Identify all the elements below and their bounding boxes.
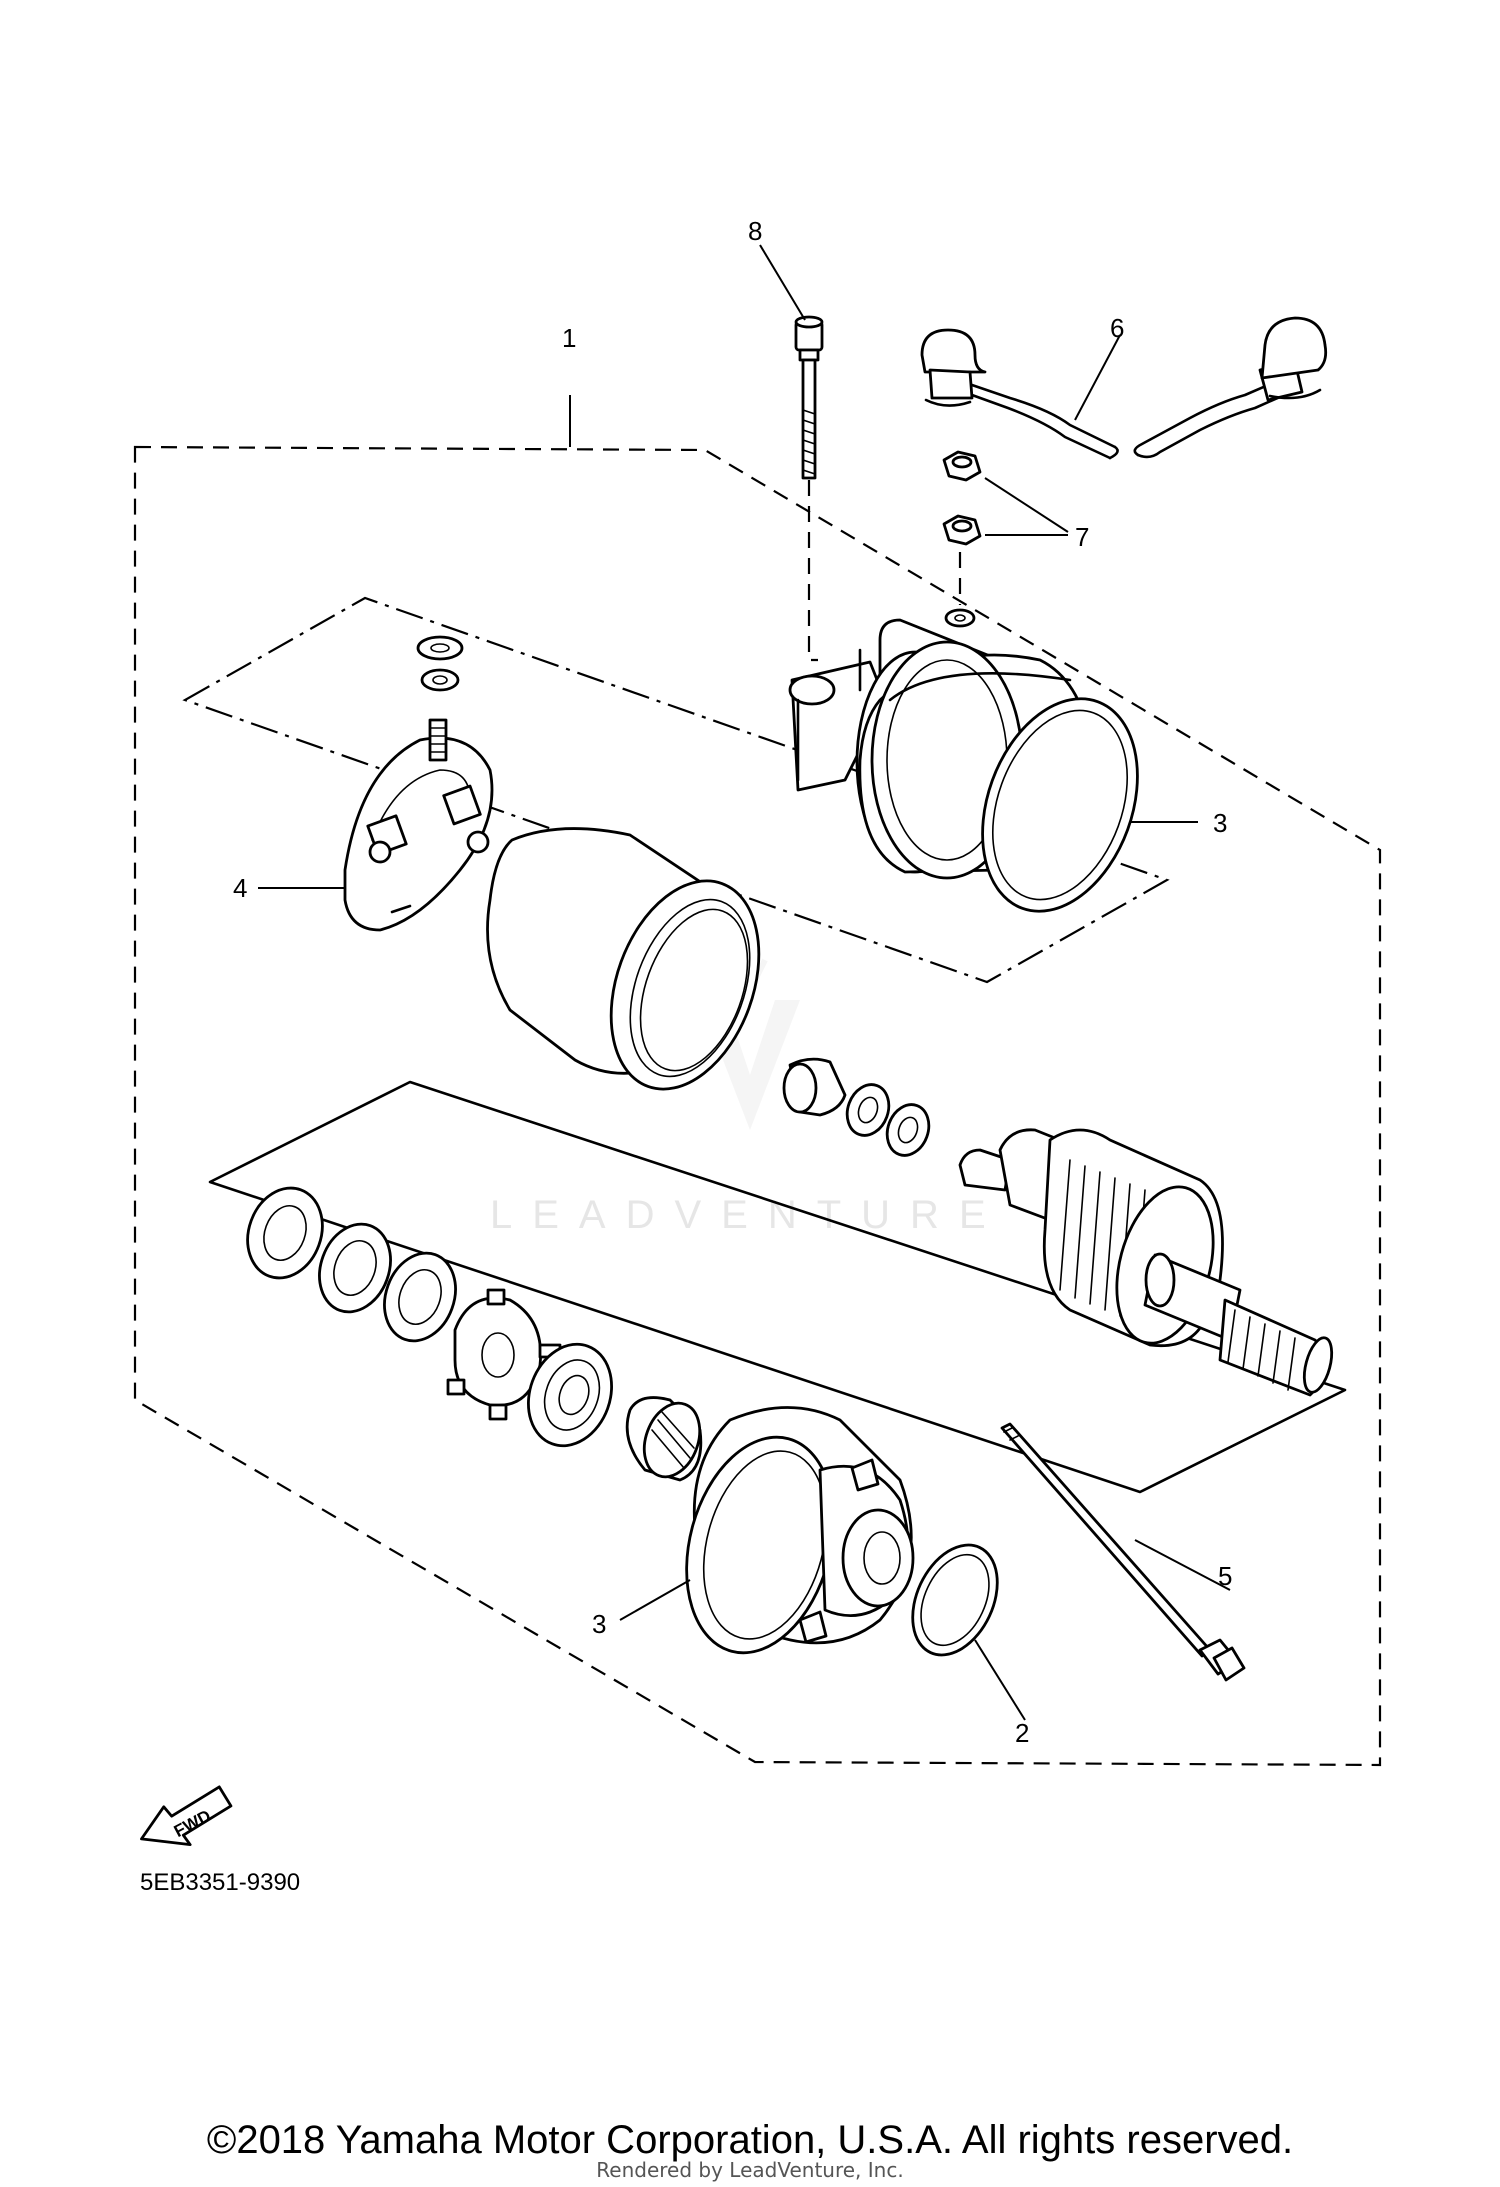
leader-lines	[258, 244, 1231, 1721]
front-cover	[685, 1406, 915, 1655]
o-ring-top-inner	[991, 709, 1129, 901]
brush-holder-washers	[416, 635, 464, 692]
lower-group-plane	[208, 1080, 1347, 1494]
brush-holder-part-4	[343, 718, 494, 932]
bearing	[527, 1342, 613, 1448]
callout-7: 7	[1075, 522, 1089, 552]
rendered-by-credit: Rendered by LeadVenture, Inc.	[596, 2158, 904, 2182]
bushing-and-washers	[782, 1057, 931, 1157]
yoke-cylinder	[486, 827, 761, 1091]
callout-3-bottom: 3	[592, 1609, 606, 1639]
o-ring-part-2-inner	[920, 1553, 990, 1647]
bolt-part-8	[794, 315, 824, 662]
diagram-code: 5EB3351-9390	[140, 1869, 300, 1896]
shim-washers	[246, 1186, 457, 1343]
callout-8: 8	[748, 216, 762, 246]
forward-arrow-icon	[140, 1785, 233, 1847]
o-ring-top-part-3	[981, 697, 1139, 913]
copyright-notice: ©2018 Yamaha Motor Corporation, U.S.A. A…	[206, 2118, 1294, 2162]
watermark-text: LEADVENTURE	[490, 1193, 1006, 1237]
o-ring-part-2	[911, 1543, 999, 1657]
callout-1: 1	[562, 323, 576, 353]
armature	[958, 1128, 1334, 1397]
needle-bearing	[625, 1396, 703, 1482]
callout-5: 5	[1218, 1561, 1232, 1591]
callout-3-top: 3	[1213, 808, 1227, 838]
nuts-part-7	[942, 450, 982, 628]
callout-4: 4	[233, 873, 247, 903]
through-bolt-part-5	[1000, 1422, 1246, 1682]
callout-6: 6	[1110, 313, 1124, 343]
assembly-outline	[133, 445, 1382, 1767]
callout-2: 2	[1015, 1718, 1029, 1748]
lead-wire-part-6	[920, 316, 1328, 460]
